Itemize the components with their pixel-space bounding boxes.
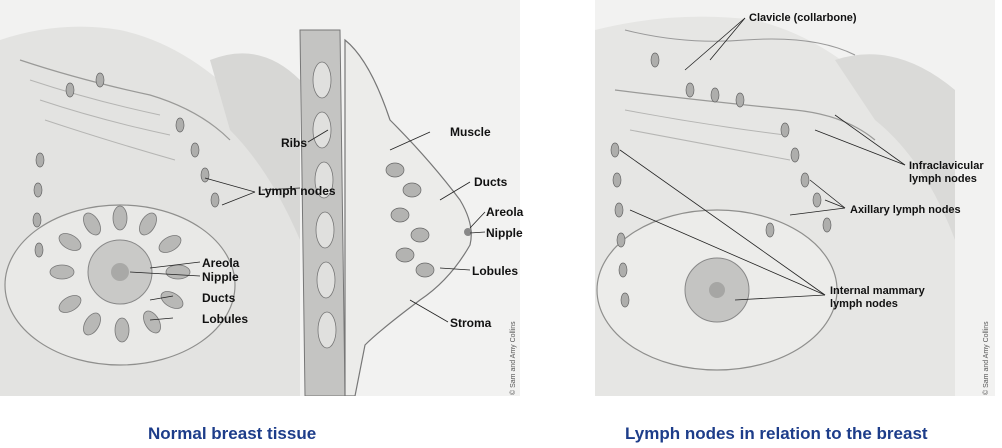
label-nipple-side: Nipple bbox=[486, 226, 523, 240]
label-ribs: Ribs bbox=[281, 136, 307, 150]
label-ducts-side: Ducts bbox=[474, 175, 507, 189]
normal-breast-tissue-illustration: Lymph nodes Areola Nipple Ducts Lobules … bbox=[0, 0, 520, 396]
label-infraclavicular-lymph-nodes: Infraclavicular lymph nodes bbox=[909, 160, 995, 186]
label-internal-mammary-lymph-nodes: Internal mammary lymph nodes bbox=[830, 285, 930, 311]
label-areola-side: Areola bbox=[486, 205, 523, 219]
label-lobules-side: Lobules bbox=[472, 264, 518, 278]
label-lymph-nodes: Lymph nodes bbox=[258, 184, 336, 198]
label-areola-front: Areola bbox=[202, 256, 239, 270]
credit-left: © Sam and Amy Collins bbox=[510, 321, 517, 395]
label-muscle: Muscle bbox=[450, 125, 491, 139]
lymph-nodes-illustration: Clavicle (collarbone) Infraclavicular ly… bbox=[595, 0, 995, 396]
label-nipple-front: Nipple bbox=[202, 270, 239, 284]
credit-right: © Sam and Amy Collins bbox=[983, 321, 990, 395]
label-stroma: Stroma bbox=[450, 316, 491, 330]
label-clavicle: Clavicle (collarbone) bbox=[749, 12, 857, 24]
caption-lymph-nodes-in-relation: Lymph nodes in relation to the breast bbox=[625, 424, 928, 444]
caption-normal-breast-tissue: Normal breast tissue bbox=[148, 424, 316, 444]
label-axillary-lymph-nodes: Axillary lymph nodes bbox=[850, 204, 961, 216]
label-lobules-front: Lobules bbox=[202, 312, 248, 326]
lymph-node-drawing bbox=[595, 0, 995, 396]
label-ducts-front: Ducts bbox=[202, 291, 235, 305]
breast-anatomy-drawing bbox=[0, 0, 520, 396]
